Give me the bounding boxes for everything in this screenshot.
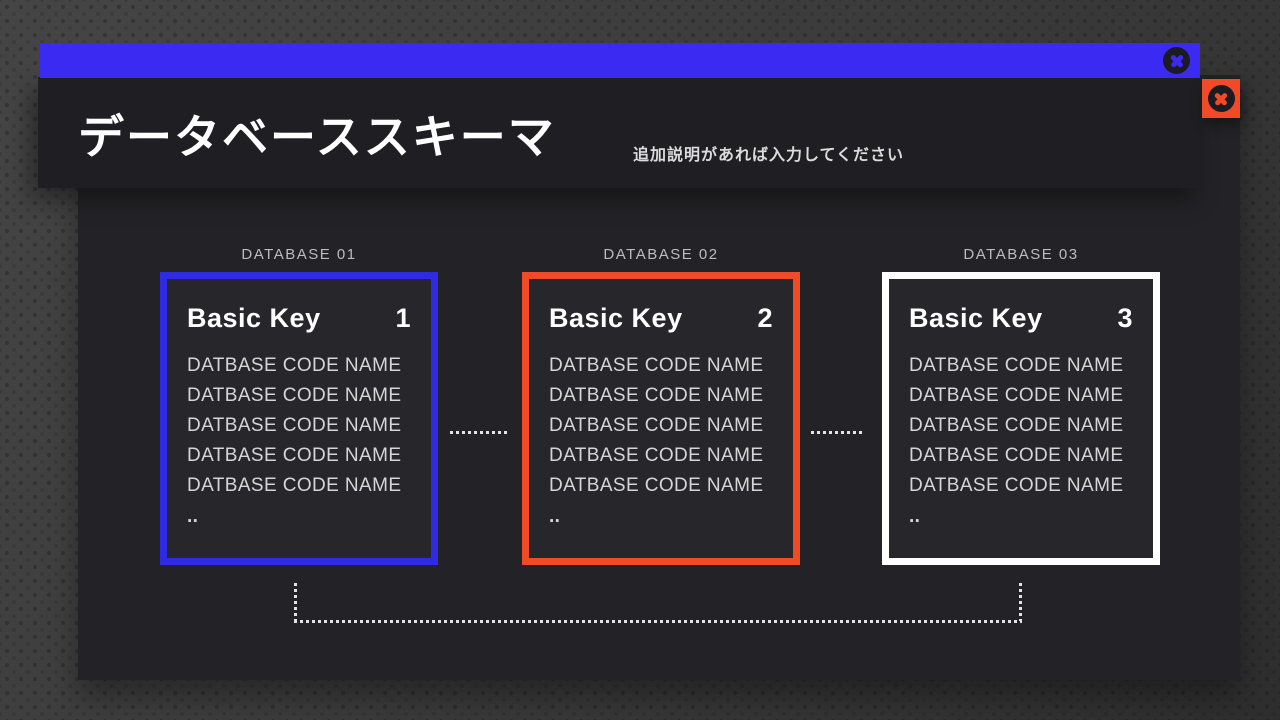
field-list: DATBASE CODE NAME DATBASE CODE NAME DATB… bbox=[909, 351, 1133, 532]
database-card-3: Basic Key 3 DATBASE CODE NAME DATBASE CO… bbox=[882, 272, 1160, 565]
close-icon bbox=[1207, 85, 1235, 112]
close-button[interactable] bbox=[1202, 79, 1240, 118]
ellipsis: .. bbox=[549, 506, 561, 527]
key-number: 3 bbox=[1117, 303, 1133, 333]
key-row: Basic Key 1 bbox=[187, 303, 411, 334]
key-row: Basic Key 2 bbox=[549, 303, 773, 334]
key-row: Basic Key 3 bbox=[909, 303, 1133, 334]
field-row: DATBASE CODE NAME bbox=[909, 475, 1124, 496]
database-label: DATABASE 02 bbox=[603, 246, 719, 263]
field-row: DATBASE CODE NAME bbox=[909, 445, 1124, 466]
field-row: DATBASE CODE NAME bbox=[909, 355, 1124, 376]
field-row: DATBASE CODE NAME bbox=[909, 415, 1124, 436]
ellipsis: .. bbox=[909, 506, 921, 527]
connector-bracket-right bbox=[1019, 583, 1022, 621]
connector-db1-db2 bbox=[450, 431, 508, 434]
field-row: DATBASE CODE NAME bbox=[549, 445, 764, 466]
key-number: 1 bbox=[395, 303, 411, 333]
database-label: DATABASE 03 bbox=[963, 246, 1079, 263]
field-row: DATBASE CODE NAME bbox=[549, 355, 764, 376]
page-title: データベーススキーマ bbox=[78, 111, 556, 163]
database-card-2: Basic Key 2 DATBASE CODE NAME DATBASE CO… bbox=[522, 272, 800, 565]
database-column-1: DATABASE 01 Basic Key 1 DATBASE CODE NAM… bbox=[160, 246, 438, 565]
field-row: DATBASE CODE NAME bbox=[909, 385, 1124, 406]
field-list: DATBASE CODE NAME DATBASE CODE NAME DATB… bbox=[549, 351, 773, 532]
window-header: データベーススキーマ 追加説明があれば入力してください bbox=[38, 77, 1202, 188]
field-list: DATBASE CODE NAME DATBASE CODE NAME DATB… bbox=[187, 351, 411, 532]
connector-db2-db3 bbox=[811, 431, 865, 434]
ellipsis: .. bbox=[187, 506, 199, 527]
field-row: DATBASE CODE NAME bbox=[187, 385, 402, 406]
key-number: 2 bbox=[757, 303, 773, 333]
connector-bracket-left bbox=[294, 583, 297, 621]
page-subtitle: 追加説明があれば入力してください bbox=[633, 147, 905, 164]
key-title: Basic Key bbox=[549, 303, 683, 333]
connector-bracket-bottom bbox=[294, 620, 1022, 623]
database-column-2: DATABASE 02 Basic Key 2 DATBASE CODE NAM… bbox=[522, 246, 800, 565]
field-row: DATBASE CODE NAME bbox=[549, 475, 764, 496]
database-label: DATABASE 01 bbox=[241, 246, 357, 263]
key-title: Basic Key bbox=[909, 303, 1043, 333]
field-row: DATBASE CODE NAME bbox=[549, 415, 764, 436]
field-row: DATBASE CODE NAME bbox=[549, 385, 764, 406]
field-row: DATBASE CODE NAME bbox=[187, 415, 402, 436]
database-column-3: DATABASE 03 Basic Key 3 DATBASE CODE NAM… bbox=[882, 246, 1160, 565]
field-row: DATBASE CODE NAME bbox=[187, 445, 402, 466]
database-card-1: Basic Key 1 DATBASE CODE NAME DATBASE CO… bbox=[160, 272, 438, 565]
key-title: Basic Key bbox=[187, 303, 321, 333]
field-row: DATBASE CODE NAME bbox=[187, 355, 402, 376]
close-icon[interactable] bbox=[1163, 47, 1190, 74]
window-titlebar bbox=[40, 43, 1200, 78]
field-row: DATBASE CODE NAME bbox=[187, 475, 402, 496]
